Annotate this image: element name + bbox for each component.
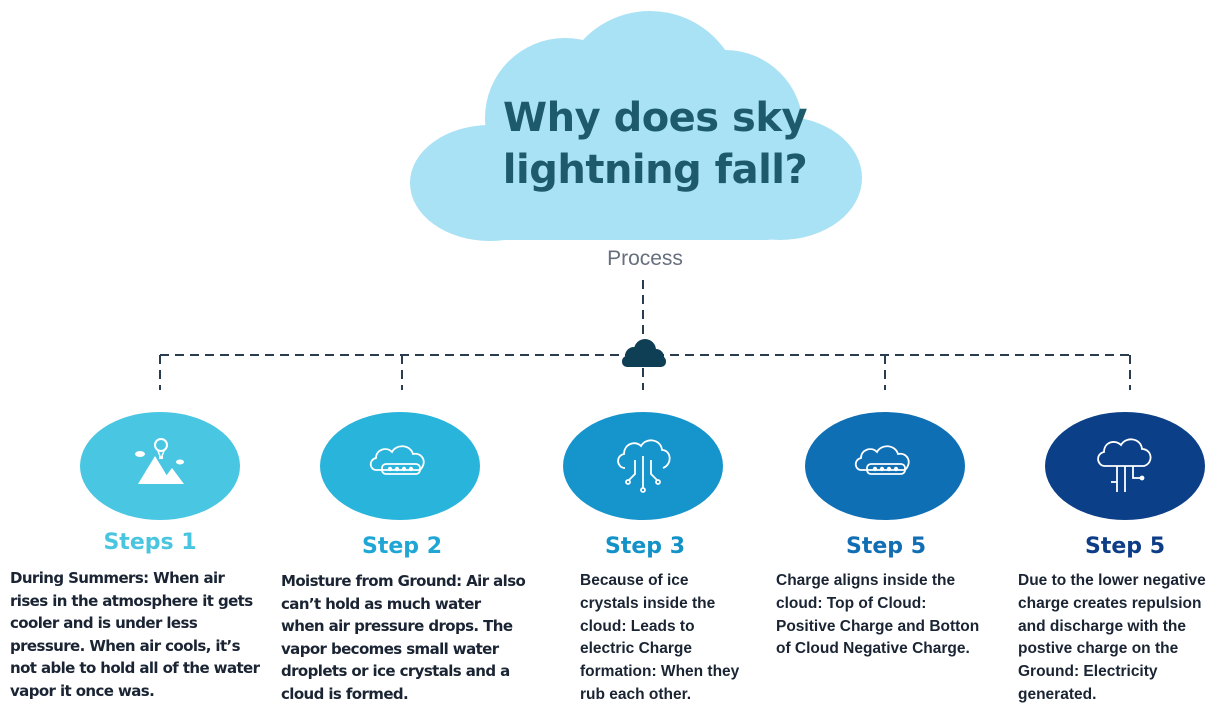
- step-3-circle: [563, 412, 723, 520]
- cloud-server-icon: [369, 445, 425, 475]
- step-5-title: Step 5: [1085, 534, 1165, 559]
- cloud-network-icon: [1097, 438, 1152, 492]
- step-1-title: Steps 1: [103, 530, 197, 555]
- step-4-title: Step 5: [846, 534, 926, 559]
- diagram-title: Why does sky lightning fall?: [470, 92, 840, 196]
- cloud-circuit-icon: [617, 439, 671, 493]
- step-5-circle: [1045, 412, 1205, 520]
- step-3-description: Because of ice crystals inside the cloud…: [580, 572, 740, 703]
- process-label: Process: [607, 247, 683, 270]
- title-cloud-shape: [410, 11, 862, 241]
- step-2-description: Moisture from Ground: Air also can’t hol…: [281, 572, 526, 703]
- step-1-circle: [80, 412, 240, 520]
- step-2-title: Step 2: [362, 534, 442, 559]
- mountain-balloon-icon: [135, 438, 184, 484]
- step-4-description: Charge aligns inside the cloud: Top of C…: [776, 572, 980, 658]
- step-4-circle: [805, 412, 965, 520]
- hub-cloud-icon: [622, 339, 666, 367]
- step-3-title: Step 3: [605, 534, 685, 559]
- step-1-description: During Summers: When air rises in the at…: [10, 569, 260, 700]
- step-5-description: Due to the lower negative charge creates…: [1018, 572, 1206, 703]
- title-line-2: lightning fall?: [502, 147, 808, 193]
- cloud-server-icon: [854, 445, 910, 475]
- step-2-circle: [320, 412, 480, 520]
- title-line-1: Why does sky: [502, 95, 808, 141]
